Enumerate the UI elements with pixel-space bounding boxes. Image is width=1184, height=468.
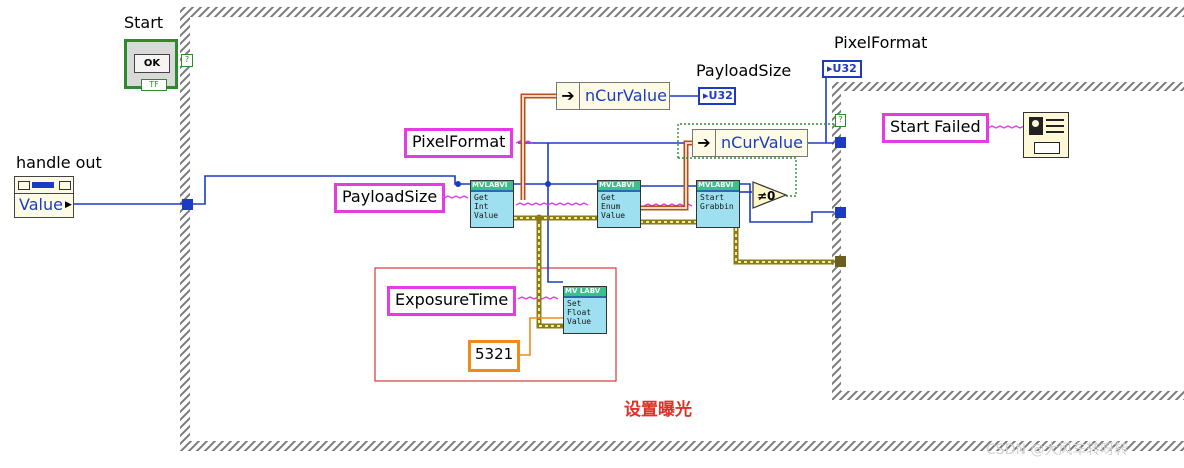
case-refnum-tunnel bbox=[835, 137, 846, 148]
annotation-highlight-box bbox=[374, 267, 617, 382]
value-property-label: Value bbox=[19, 195, 63, 214]
refnum-tunnel bbox=[182, 199, 193, 210]
ok-button-face[interactable]: OK bbox=[134, 54, 170, 73]
payloadsize-indicator-label: PayloadSize bbox=[696, 61, 792, 80]
error-wires bbox=[514, 215, 834, 329]
outer-structure-frame bbox=[180, 7, 1184, 451]
case-selector-icon: ? bbox=[835, 114, 846, 127]
u32-type-tag: U32 bbox=[708, 89, 733, 102]
case-error-tunnel bbox=[835, 256, 846, 267]
one-button-dialog-icon[interactable] bbox=[1023, 112, 1069, 158]
case-structure-frame bbox=[832, 82, 1184, 400]
arrow-right-icon: ➔ bbox=[693, 130, 716, 156]
compare-text: ≠0 bbox=[757, 189, 775, 203]
not-equal-zero-function[interactable]: ≠0 bbox=[752, 181, 788, 209]
output-arrow-icon: ▶ bbox=[65, 200, 72, 210]
payload-property-node[interactable]: ➔ nCurValue bbox=[556, 82, 670, 110]
payloadsize-indicator[interactable]: ▸U32 bbox=[698, 87, 736, 105]
watermark: CSDN @大风车转呀转 bbox=[986, 442, 1129, 458]
set-exposure-annotation: 设置曝光 bbox=[624, 400, 692, 420]
exposure-value-constant[interactable]: 5321 bbox=[468, 340, 520, 372]
property-cluster-wires bbox=[520, 93, 692, 211]
start-label: Start bbox=[124, 13, 164, 32]
start-failed-constant[interactable]: Start Failed bbox=[882, 113, 989, 143]
tf-type-tag: TF bbox=[141, 79, 167, 91]
set-float-value-subvi[interactable]: MV LABV Set Float Value bbox=[563, 286, 607, 334]
arrow-right-icon: ➔ bbox=[557, 83, 580, 109]
start-grabbing-subvi[interactable]: MVLABVI Start Grabbin bbox=[696, 180, 740, 228]
exposuretime-constant[interactable]: ExposureTime bbox=[387, 286, 517, 316]
payload-cur-value-label: nCurValue bbox=[585, 86, 667, 105]
refnum-icon bbox=[15, 177, 73, 194]
pixelformat-property-node[interactable]: ➔ nCurValue bbox=[692, 129, 808, 157]
pixelformat-indicator[interactable]: ▸U32 bbox=[822, 60, 862, 78]
payloadsize-constant[interactable]: PayloadSize bbox=[334, 183, 446, 213]
pixelformat-indicator-label: PixelFormat bbox=[834, 33, 928, 52]
get-enum-value-subvi[interactable]: MVLABVI Get Enum Value bbox=[597, 180, 641, 228]
boolean-terminal-icon: ? bbox=[181, 54, 193, 67]
u32-type-tag: U32 bbox=[832, 62, 857, 75]
handle-out-property-node[interactable]: Value ▶ bbox=[14, 176, 74, 218]
start-button-control[interactable]: OK TF bbox=[124, 39, 178, 91]
get-int-value-subvi[interactable]: MVLABVI Get Int Value bbox=[470, 180, 514, 228]
handle-out-label: handle out bbox=[16, 153, 102, 172]
pixelformat-constant[interactable]: PixelFormat bbox=[404, 128, 514, 158]
pixel-cur-value-label: nCurValue bbox=[721, 133, 803, 152]
case-refnum-tunnel-2 bbox=[835, 207, 846, 218]
numeric-wire bbox=[520, 317, 563, 356]
